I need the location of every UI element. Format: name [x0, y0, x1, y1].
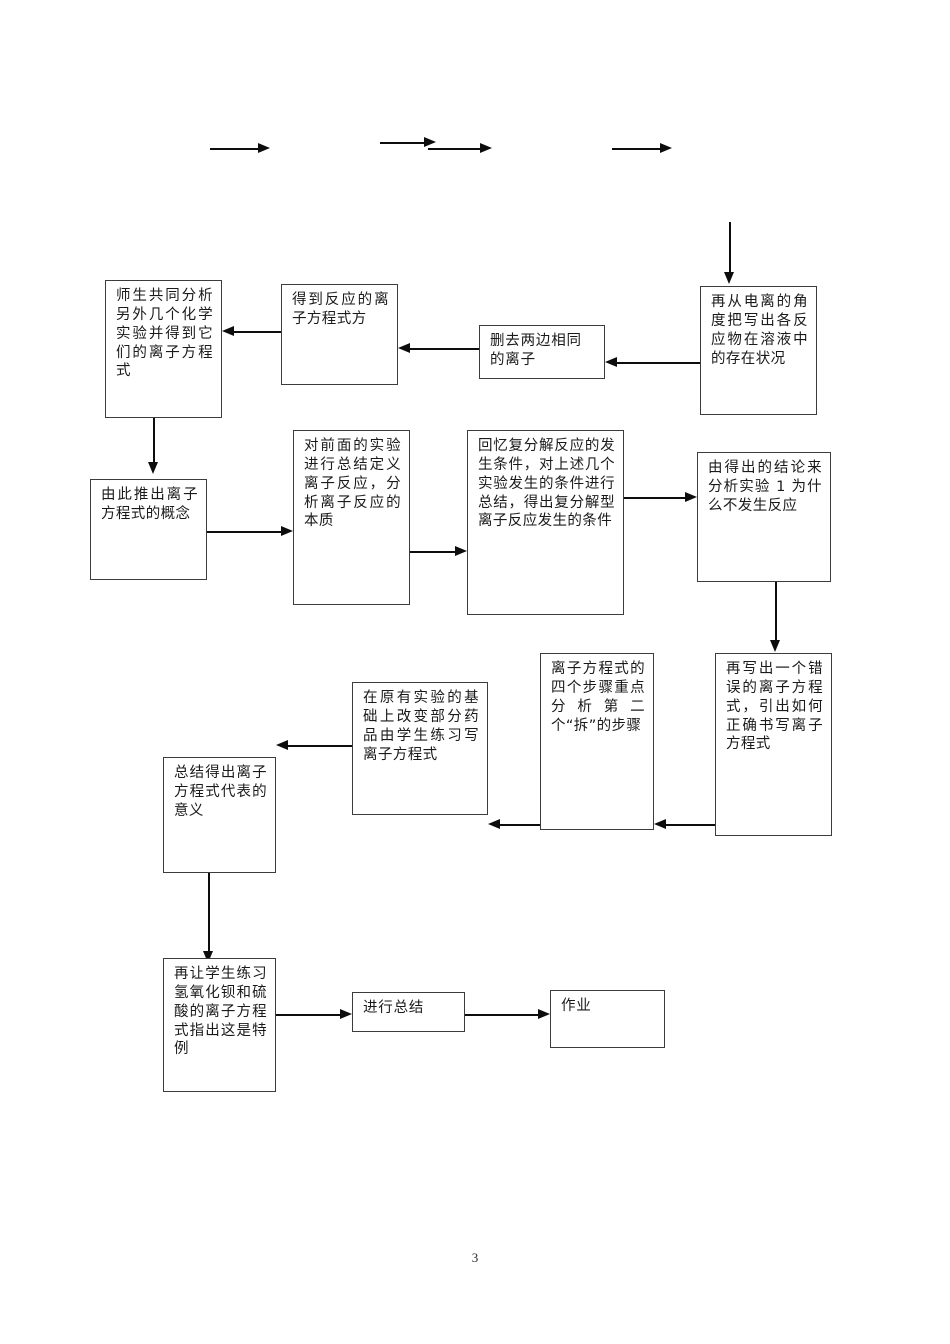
node-n11[interactable]: 在原有实验的基础上改变部分药品由学生练习写离子方程式 [352, 682, 488, 815]
edge-n9-n10-head [654, 819, 666, 829]
node-n12[interactable]: 总结得出离子方程式代表的意义 [163, 757, 276, 873]
node-n1[interactable]: 师生共同分析另外几个化学实验并得到它们的离子方程式 [105, 280, 222, 418]
edge-n2-n1-line [234, 331, 281, 333]
edge-n10-n11-line [500, 824, 540, 826]
stray-arrow-2-line [380, 142, 428, 144]
edge-n12-n13-head [203, 951, 213, 963]
stray-arrow-1-line [210, 148, 262, 150]
stray-arrow-4-line [612, 148, 664, 150]
edge-top-inflow-n4-head [724, 272, 734, 284]
edge-n14-n15-line [465, 1014, 538, 1016]
node-n5[interactable]: 由此推出离子方程式的概念 [90, 479, 207, 580]
node-n14[interactable]: 进行总结 [352, 992, 465, 1032]
node-n4[interactable]: 再从电离的角度把写出各反应物在溶液中的存在状况 [700, 286, 817, 415]
node-n6[interactable]: 对前面的实验进行总结定义离子反应，分析离子反应的本质 [293, 430, 410, 605]
stray-arrow-2-head [424, 137, 436, 147]
edge-n12-n13-line [208, 873, 210, 955]
node-n3[interactable]: 删去两边相同的离子 [479, 325, 605, 379]
stray-arrow-4-head [660, 143, 672, 153]
edge-n11-n12-head [276, 740, 288, 750]
edge-n8-n9-head [770, 640, 780, 652]
stray-arrow-3-head [480, 143, 492, 153]
node-n13[interactable]: 再让学生练习氢氧化钡和硫酸的离子方程式指出这是特例 [163, 958, 276, 1092]
edge-n4-n3-line [617, 362, 700, 364]
edge-n4-n3-head [605, 357, 617, 367]
edge-n3-n2-head [398, 343, 410, 353]
node-n15[interactable]: 作业 [550, 990, 665, 1048]
stray-arrow-1-head [258, 143, 270, 153]
edge-n7-n8-line [624, 497, 685, 499]
edge-n11-n12-line [288, 745, 352, 747]
edge-n5-n6-head [281, 526, 293, 536]
edge-n1-n5-head [148, 462, 158, 474]
edge-n8-n9-line [775, 582, 777, 644]
edge-n1-n5-line [153, 418, 155, 466]
edge-n10-n11-head [488, 819, 500, 829]
edge-n5-n6-line [207, 531, 281, 533]
edge-n9-n10-line [666, 824, 715, 826]
edge-n13-n14-line [276, 1014, 340, 1016]
edge-n3-n2-line [410, 348, 479, 350]
page-number: 3 [471, 1250, 479, 1265]
edge-n7-n8-head [685, 492, 697, 502]
node-n7[interactable]: 回忆复分解反应的发生条件，对上述几个实验发生的条件进行总结，得出复分解型离子反应… [467, 430, 624, 615]
stray-arrow-3-line [428, 148, 484, 150]
edge-n13-n14-head [340, 1009, 352, 1019]
edge-top-inflow-n4-line [729, 222, 731, 278]
node-n2[interactable]: 得到反应的离子方程式方 [281, 284, 398, 385]
node-n10[interactable]: 离子方程式的四个步骤重点分析第二个“拆”的步骤 [540, 653, 654, 830]
node-n9[interactable]: 再写出一个错误的离子方程式，引出如何正确书写离子方程式 [715, 653, 832, 836]
node-n8[interactable]: 由得出的结论来分析实验 1 为什么不发生反应 [697, 452, 831, 582]
edge-n14-n15-head [538, 1009, 550, 1019]
edge-n2-n1-head [222, 326, 234, 336]
edge-n6-n7-head [455, 546, 467, 556]
edge-n6-n7-line [410, 551, 455, 553]
